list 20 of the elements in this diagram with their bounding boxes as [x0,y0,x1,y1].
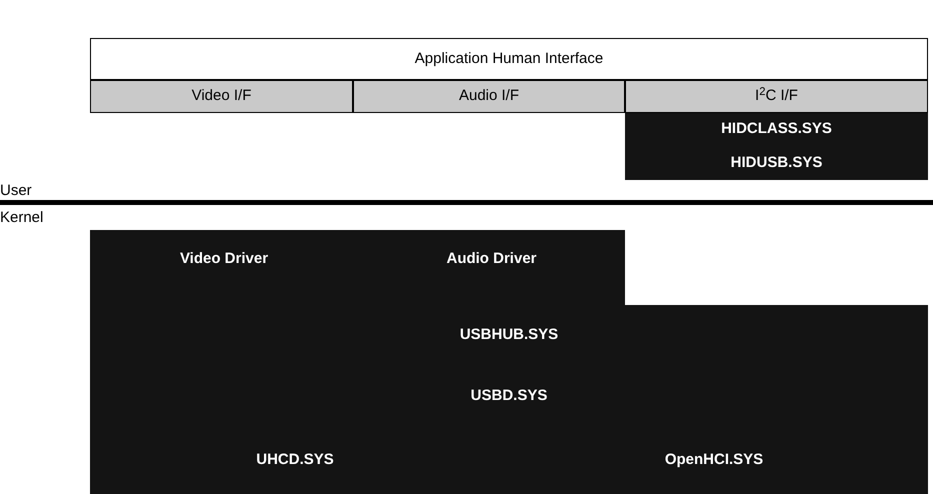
layer-name: User [0,181,32,201]
layer-label: USBD.SYS [470,386,548,406]
layer-label: HIDCLASS.SYS [721,120,832,139]
dark-layer-box [625,146,928,180]
layer-label: Audio Driver [446,250,536,269]
dark-layer-box [625,113,928,146]
layer-name: Kernel [0,208,44,228]
layer-label: HIDUSB.SYS [730,154,822,172]
layer-label: USBHUB.SYS [460,326,558,344]
layer-label: OpenHCI.SYS [664,451,764,470]
layer-box [90,38,928,80]
layer-label: Audio I/F [458,87,520,106]
layer-box [353,80,625,113]
layer-label: UHCD.SYS [256,451,334,470]
layer-label: Video Driver [180,250,268,269]
layer-box [625,80,928,113]
layer-label: I$^{2}$C I/F [755,87,798,106]
layer-label: Application Human Interface [414,50,604,68]
layer-label: Video I/F [192,87,252,106]
layer-box [90,80,353,113]
